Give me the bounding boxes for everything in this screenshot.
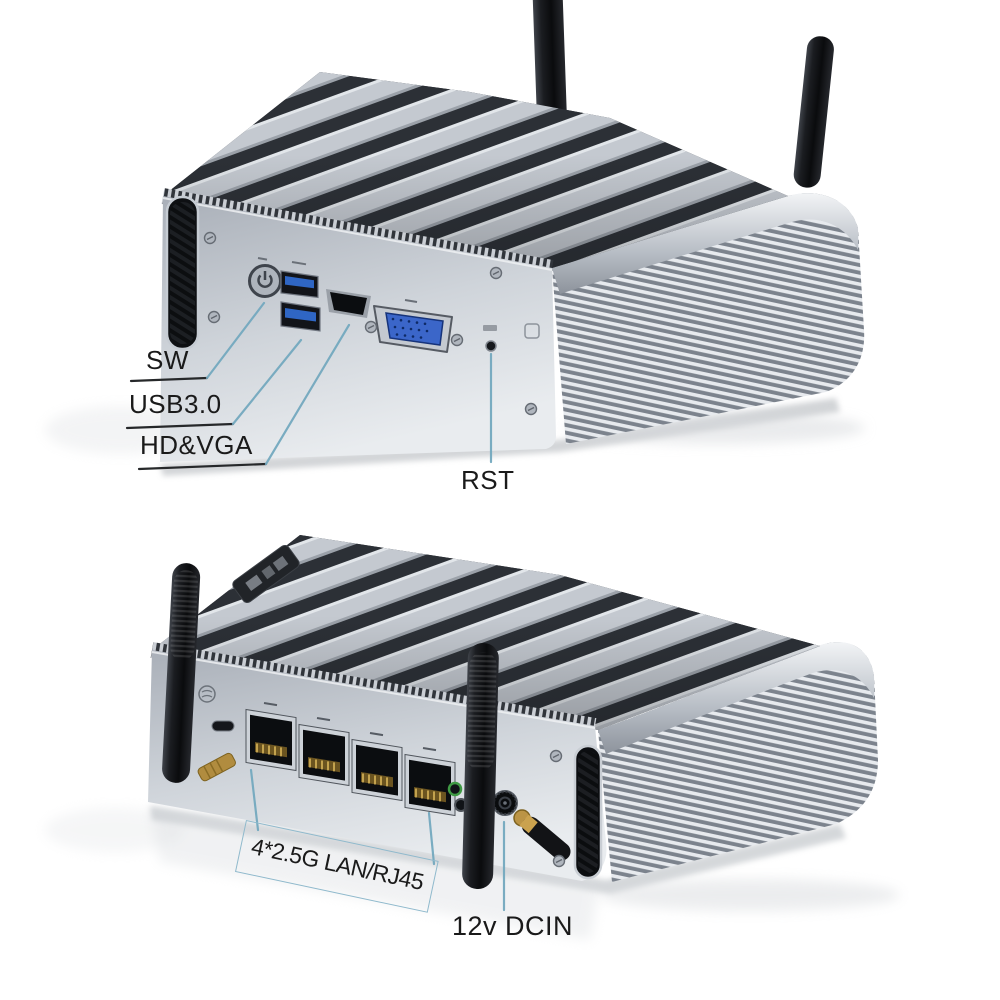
screw xyxy=(203,231,217,245)
wifi-antenna-rear-center xyxy=(462,643,499,889)
label-power-switch: SW xyxy=(146,345,189,375)
label-hd-vga: HD&VGA xyxy=(140,430,253,460)
mounting-rail-left xyxy=(165,195,200,351)
usb3-ports xyxy=(280,261,321,332)
front-annotation-lines xyxy=(125,301,493,471)
antenna-connector-right xyxy=(513,809,571,861)
screw xyxy=(207,310,221,324)
screw xyxy=(524,402,538,416)
reset-pinhole xyxy=(483,325,497,352)
wifi-antenna-top-right xyxy=(793,36,834,188)
hdmi-port xyxy=(326,289,371,318)
front-io-panel xyxy=(160,195,556,462)
floor-reflection xyxy=(150,808,600,940)
rear-view-photo xyxy=(45,535,900,940)
wifi-antenna-top-center xyxy=(532,0,567,133)
screw xyxy=(552,854,566,868)
drop-shadow xyxy=(600,879,900,911)
mounting-rail-right xyxy=(573,744,603,880)
drop-shadow xyxy=(150,806,846,894)
brand-logo-mark xyxy=(232,544,300,604)
floor-reflection xyxy=(45,406,195,454)
vent-emblem xyxy=(198,685,216,703)
label-reset: RST xyxy=(461,465,515,495)
sim-slot xyxy=(211,720,235,732)
label-usb3: USB3.0 xyxy=(129,389,222,419)
floor-reflection xyxy=(45,808,185,852)
polished-edge-band xyxy=(552,193,858,294)
dc-power-jack xyxy=(492,790,518,816)
audio-jacks xyxy=(447,781,468,812)
power-button xyxy=(248,257,282,298)
chassis-side-shell xyxy=(598,642,878,882)
screw xyxy=(489,266,503,280)
cert-emblem xyxy=(524,323,540,339)
vga-port xyxy=(364,299,464,353)
screw xyxy=(549,749,563,763)
drop-shadow xyxy=(160,398,840,476)
label-dc-in: 12v DCIN xyxy=(452,911,574,941)
rear-annotation-lines xyxy=(249,768,506,912)
antenna-connector-left xyxy=(197,752,236,782)
polished-edge-band xyxy=(598,642,874,754)
wifi-antenna-rear-left xyxy=(162,563,201,783)
